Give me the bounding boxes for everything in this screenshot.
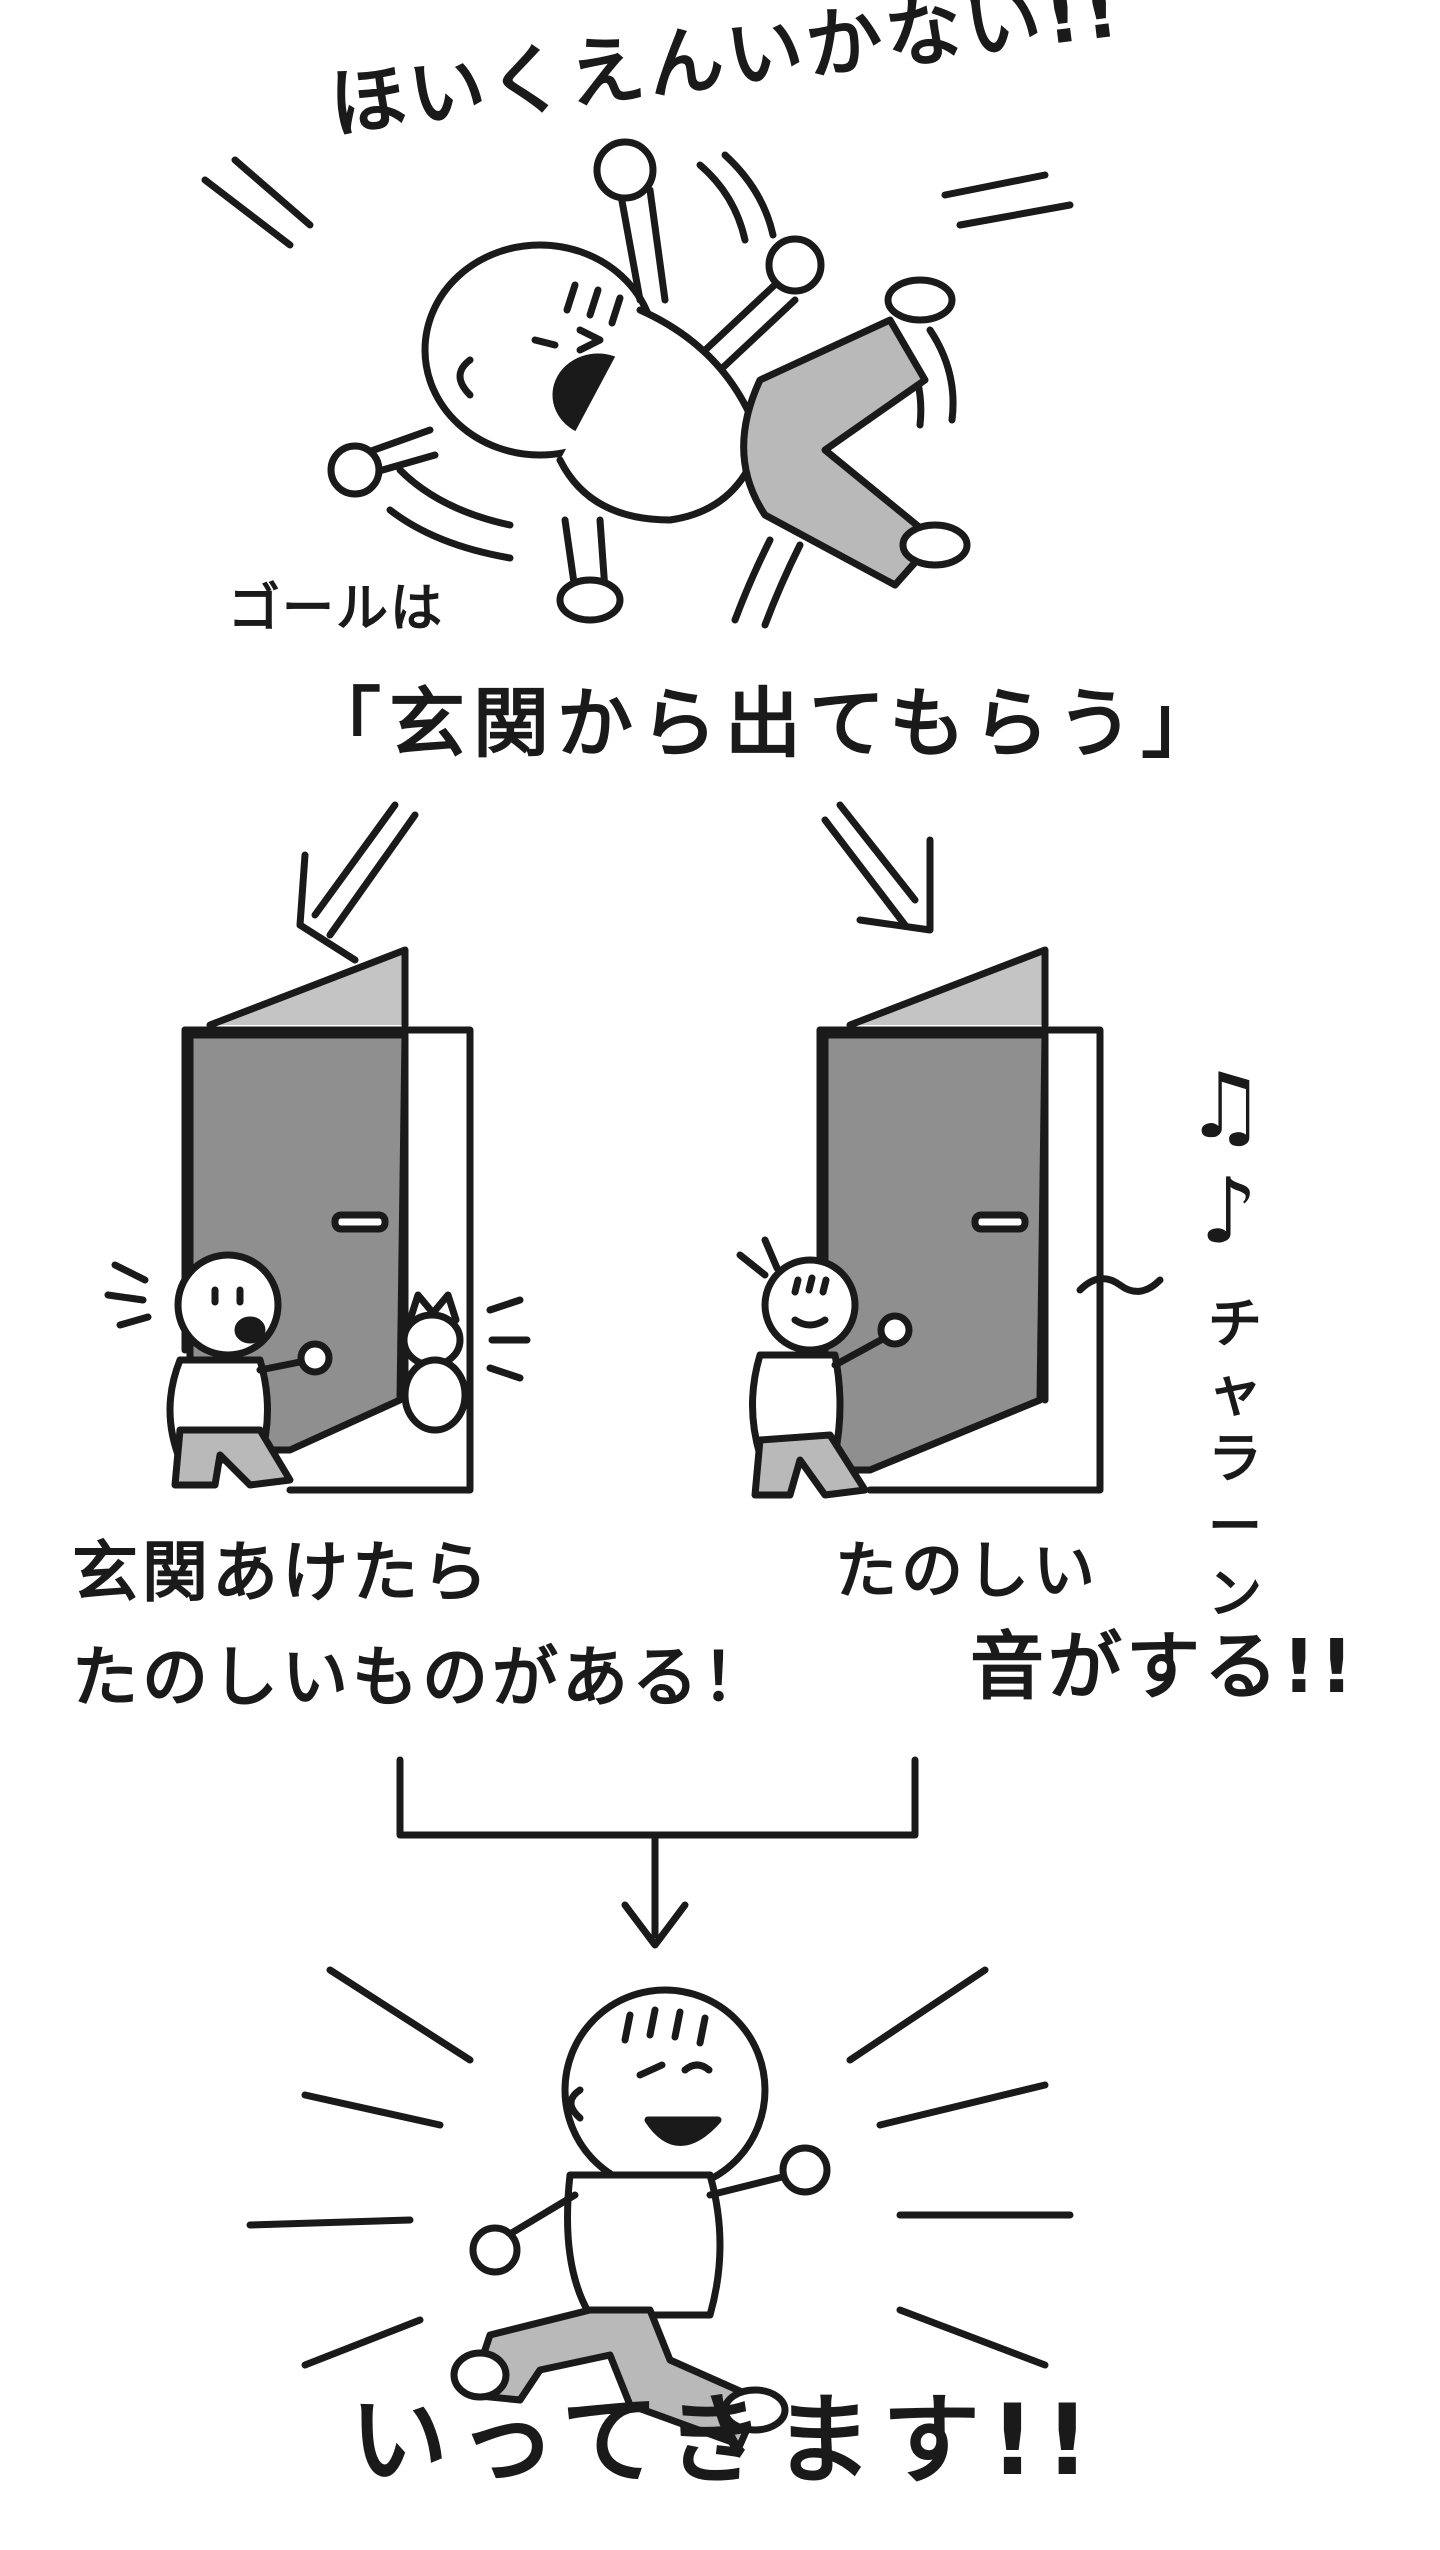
left-caption-line2: たのしいものがある！ — [72, 1639, 772, 1716]
chime-sound-text: チャラーン — [1208, 1292, 1262, 1625]
music-note-double-icon: ♫ — [1185, 1054, 1266, 1159]
happy-child-figure — [246, 1966, 1074, 2449]
bottom-shout-text: いってきます!! — [350, 2384, 1100, 2498]
music-note-icon: ♪ — [1200, 1159, 1258, 1264]
merge-bracket — [396, 1756, 919, 1949]
arrow-right-down-icon — [821, 801, 934, 934]
right-door-scene — [736, 946, 1164, 1499]
right-caption-line1: たのしい — [835, 1534, 1100, 1607]
left-door-scene — [104, 946, 531, 1494]
tantrum-child-figure — [201, 138, 1074, 629]
goal-statement: 「玄関から出てもらう」 — [305, 679, 1226, 768]
arrow-left-down-icon — [296, 801, 419, 964]
right-caption-line2: 音がする!! — [970, 1624, 1358, 1710]
goal-label: ゴールは — [228, 579, 445, 639]
left-caption-line1: 玄関あけたら — [72, 1534, 492, 1611]
